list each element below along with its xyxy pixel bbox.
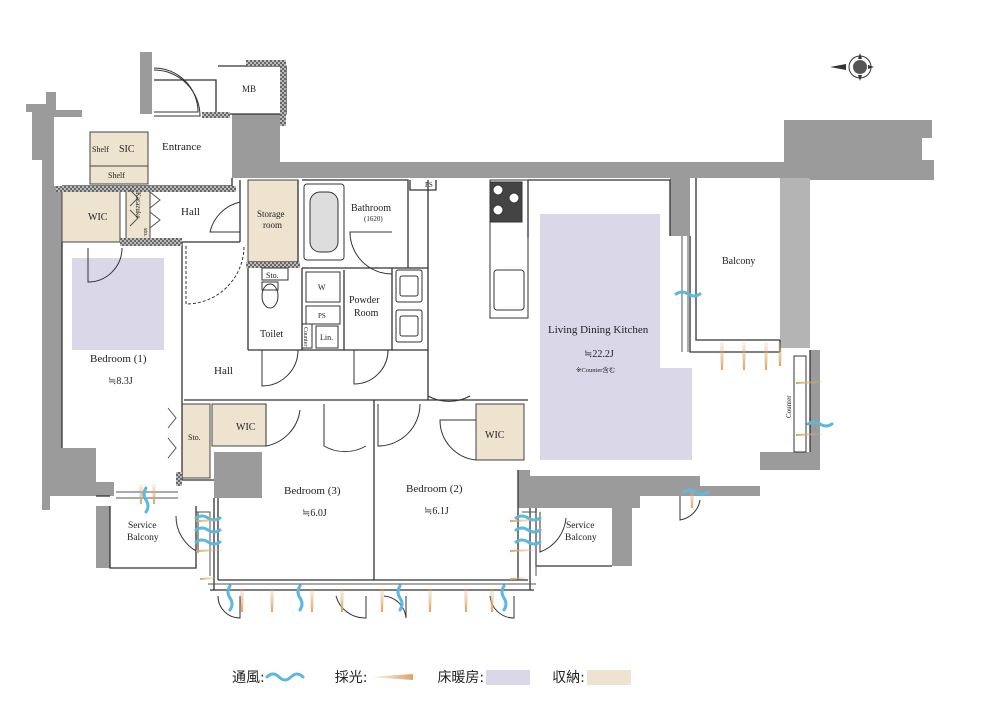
- storage-areas: [61, 131, 525, 479]
- legend-light-label: 採光:: [334, 670, 368, 686]
- floor-heating-areas: [72, 214, 692, 460]
- closet-doors: [129, 189, 177, 459]
- fixtures: [261, 179, 807, 453]
- windows: [116, 236, 689, 585]
- label-bedroom3: Bedroom (3): [284, 485, 341, 497]
- storage-wic-left: [61, 189, 121, 243]
- heating-swatch: [486, 669, 531, 685]
- legend: 通風: 採光: 床暖房: 収納:: [232, 664, 653, 690]
- label-counter-small: Counter: [302, 327, 308, 346]
- label-ps-top: PS: [425, 181, 433, 189]
- label-ldk: Living Dining Kitchen: [548, 324, 649, 336]
- label-bedroom1-size: ≒8.3J: [108, 376, 133, 387]
- exterior-walls: [26, 52, 934, 568]
- light-markers-horizontal: [196, 381, 822, 580]
- toilet-bowl: [261, 283, 279, 309]
- storage-sto-mid: [181, 403, 211, 479]
- label-balcony: Balcony: [722, 256, 755, 267]
- label-powder-room-1: Powder: [349, 295, 380, 306]
- legend-heating: 床暖房:: [437, 667, 531, 687]
- legend-ventilation: 通風:: [232, 667, 313, 687]
- label-bedroom3-size: ≒6.0J: [302, 508, 327, 519]
- light-ray-icon: [369, 674, 414, 680]
- light-markers: [139, 342, 782, 612]
- label-toilet: Toilet: [260, 329, 283, 340]
- kitchen-counter: [489, 179, 529, 319]
- label-wic-right: WIC: [485, 430, 505, 441]
- label-lin: Lin.: [320, 333, 333, 342]
- heating-bedroom1: [72, 258, 164, 350]
- label-sto-mid: Sto.: [188, 433, 201, 442]
- ventilation-wave-icon: [265, 672, 305, 682]
- compass-north-arrow-icon: [830, 53, 874, 81]
- label-wic-mid: WIC: [236, 422, 256, 433]
- label-storage-room-2: room: [263, 220, 282, 230]
- label-shelf-bottom: Shelf: [108, 171, 125, 180]
- storage-shelf-bottom: [89, 165, 149, 185]
- legend-storage-label: 収納:: [552, 670, 585, 686]
- label-wic-left: WIC: [88, 212, 108, 223]
- label-counter-right: Counter: [785, 395, 793, 418]
- storage-room: [247, 179, 299, 263]
- label-hall-top: Hall: [181, 206, 200, 218]
- label-entrance: Entrance: [162, 141, 201, 153]
- bathtub: [303, 183, 345, 261]
- label-ps-powder: PS: [318, 312, 326, 320]
- label-bathroom-size: (1620): [364, 215, 383, 223]
- label-service-balcony-right-1: Service: [566, 521, 595, 531]
- storage-swatch: [586, 669, 631, 685]
- ventilation-markers: [142, 290, 834, 612]
- label-sto-toilet: Sto.: [266, 271, 279, 280]
- label-service-balcony-right-2: Balcony: [565, 533, 597, 543]
- storage-wic-mid: [211, 403, 267, 447]
- storage-sic: [89, 131, 149, 167]
- label-storage-room-1: Storage: [257, 209, 285, 219]
- legend-storage: 収納:: [552, 667, 631, 687]
- label-katazuke: Katazuke: [134, 192, 142, 218]
- label-ldk-note: ※Counter含む: [576, 365, 615, 374]
- label-powder-room-2: Room: [354, 308, 379, 319]
- legend-light: 採光:: [335, 667, 416, 687]
- label-hall-mid: Hall: [214, 365, 233, 377]
- legend-ventilation-label: 通風:: [232, 670, 265, 686]
- label-shelf-top: Shelf: [92, 145, 109, 154]
- label-service-balcony-left-2: Balcony: [127, 533, 159, 543]
- label-service-balcony-left-1: Service: [128, 521, 157, 531]
- label-mb: MB: [242, 84, 256, 94]
- room-labels: MB Shelf SIC Entrance Shelf WIC Katazuke…: [88, 84, 793, 543]
- label-bathroom: Bathroom: [351, 203, 391, 214]
- heating-ldk: [540, 214, 692, 460]
- label-bedroom2-size: ≒6.1J: [424, 506, 449, 517]
- label-w: W: [318, 283, 326, 292]
- hatched-walls: [56, 60, 300, 486]
- door-swings: [87, 67, 701, 619]
- label-ldk-size: ≒22.2J: [584, 349, 614, 360]
- label-bedroom1: Bedroom (1): [90, 353, 147, 365]
- label-bedroom2: Bedroom (2): [406, 483, 463, 495]
- label-sic: SIC: [119, 144, 135, 155]
- label-katazuke-sub: sto.: [142, 228, 148, 237]
- storage-wic-right: [475, 403, 525, 461]
- legend-heating-label: 床暖房:: [437, 670, 485, 686]
